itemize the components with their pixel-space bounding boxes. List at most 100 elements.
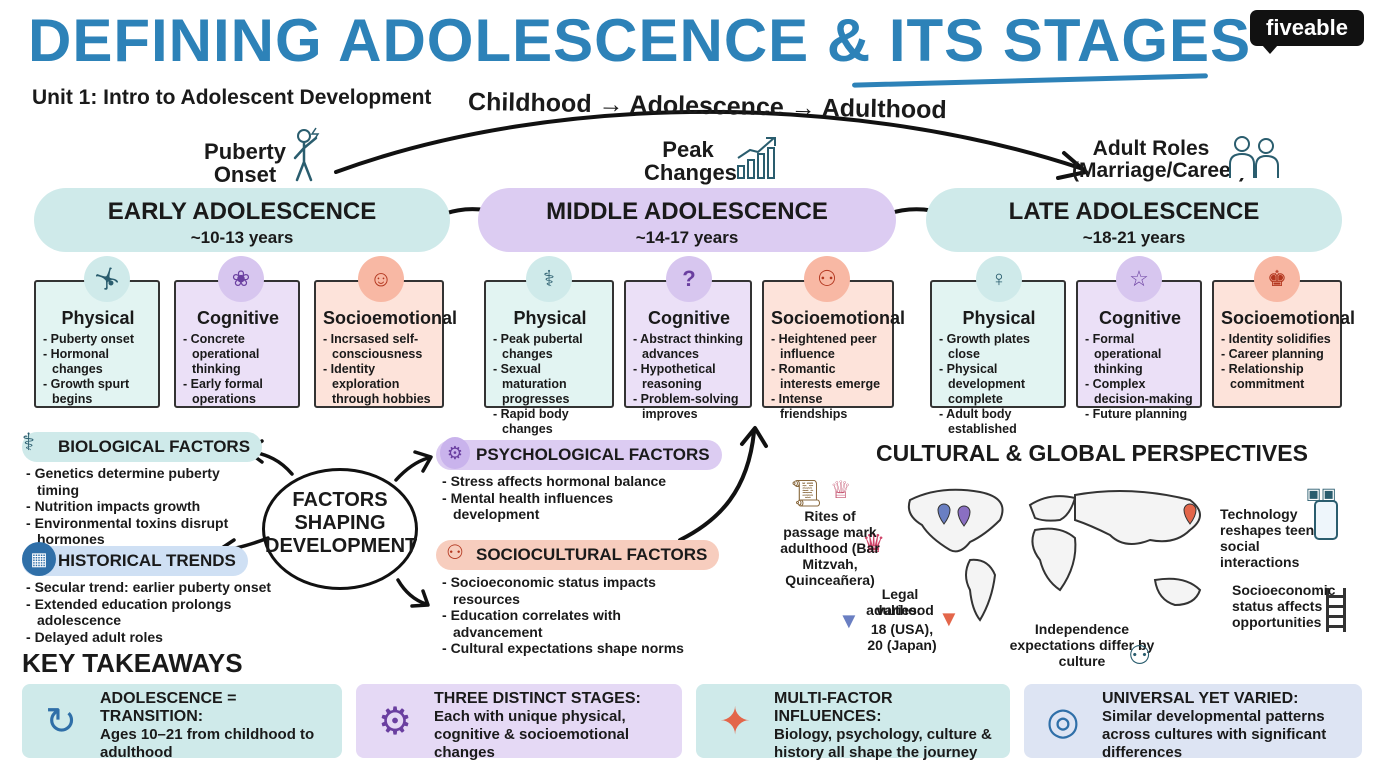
independence-text: Independence expectations differ by cult…	[1009, 621, 1155, 669]
title-underline	[851, 73, 1209, 88]
takeaway-body: Biology, psychology, culture & history a…	[774, 726, 992, 761]
sociocultural-factors-pill: SOCIOCULTURAL FACTORS	[436, 540, 720, 570]
card-late-cognitive: Cognitive Formal operational thinking Co…	[1076, 280, 1202, 421]
legal-adulthood-line4: 20 (Japan)	[867, 637, 937, 653]
legal-adulthood-line1: Legal adulthood	[866, 586, 934, 618]
card-title: Cognitive	[196, 308, 279, 328]
card-title: Socioemotional	[323, 308, 458, 328]
card-title: Cognitive	[1098, 308, 1181, 328]
cultural-section-title: CULTURAL & GLOBAL PERSPECTIVES	[876, 440, 1308, 466]
community-icon: ⚇	[446, 542, 464, 564]
question-head-icon: ?	[666, 256, 712, 302]
takeaway-body: Ages 10–21 from childhood to adulthood	[100, 726, 315, 761]
chat-bubbles-icon: ▣▣	[1306, 486, 1337, 503]
list-item: Socioeconomic status impacts resources	[442, 574, 712, 607]
scroll-icon: 📜︎	[790, 478, 824, 508]
list-item: Mental health influences development	[442, 490, 702, 523]
list-item: Adult body established	[939, 407, 1059, 437]
card-title: Socioemotional	[1221, 308, 1356, 328]
location-pin-icon: ▼	[838, 608, 860, 633]
list-item: Physical development complete	[939, 362, 1059, 407]
historical-trends-list: Secular trend: earlier puberty onset Ext…	[26, 579, 306, 645]
brand-logo[interactable]: fiveable	[1250, 10, 1364, 54]
psychological-factors-list: Stress affects hormonal balance Mental h…	[442, 473, 702, 523]
takeaway-heading: ADOLESCENCE = TRANSITION:	[100, 690, 237, 725]
list-item: Concrete operational thinking	[183, 332, 293, 377]
page-title: DEFINING ADOLESCENCE & ITS STAGES	[28, 7, 1252, 74]
list-item: Nutrition impacts growth	[26, 498, 258, 515]
puberty-onset-label: Puberty Onset	[204, 139, 286, 188]
list-item: Relationship commitment	[1221, 362, 1335, 392]
technology-text: Technology reshapes teen social interact…	[1220, 506, 1315, 570]
brain-icon: ❀	[218, 256, 264, 302]
stage-late: LATE ADOLESCENCE ~18-21 years	[926, 188, 1342, 252]
calendar-icon: ▦	[22, 542, 56, 576]
list-item: Delayed adult roles	[26, 629, 306, 646]
list-item: Sexual maturation progresses	[493, 362, 607, 407]
graduate-icon: ♚	[1254, 256, 1300, 302]
list-item: Secular trend: earlier puberty onset	[26, 579, 306, 596]
list-item: Hypothetical reasoning	[633, 362, 745, 392]
list-item: Puberty onset	[43, 332, 153, 347]
key-takeaways-title: KEY TAKEAWAYS	[22, 648, 243, 678]
stage-middle-name: MIDDLE ADOLESCENCE	[546, 198, 828, 225]
list-item: Growth spurt begins	[43, 377, 153, 407]
historical-trends-pill: HISTORICAL TRENDS	[22, 546, 248, 576]
list-item: Cultural expectations shape norms	[442, 640, 712, 657]
list-item: Romantic interests emerge	[771, 362, 887, 392]
list-item: Peak pubertal changes	[493, 332, 607, 362]
timeline-arc-label: Childhood → Adolescence → Adulthood	[467, 87, 947, 125]
stage-middle-age: ~14-17 years	[635, 228, 739, 247]
card-middle-socioemotional: Socioemotional Heightened peer influence…	[762, 280, 906, 421]
biological-factors-list: Genetics determine puberty timing Nutrit…	[26, 465, 258, 548]
list-item: Growth plates close	[939, 332, 1059, 362]
factors-center-circle: FACTORS SHAPING DEVELOPMENT	[262, 468, 418, 590]
sociocultural-factors-list: Socioeconomic status impacts resources E…	[442, 574, 712, 657]
takeaway-universal: ◎ UNIVERSAL YET VARIED: Similar developm…	[1024, 684, 1362, 761]
takeaway-heading: UNIVERSAL YET VARIED:	[1102, 690, 1299, 707]
location-pin-icon: ▼	[938, 606, 960, 631]
adult-roles-label: Adult Roles (Marriage/Career)	[1072, 137, 1246, 183]
list-item: Incrsased self-consciousness	[323, 332, 437, 362]
couple-icon	[1229, 136, 1279, 178]
standing-person-icon: ♀	[976, 256, 1022, 302]
rites-of-passage-text: Rites of passage mark adulthood (Bar Mit…	[780, 508, 880, 588]
gears-icon: ⚙	[377, 700, 413, 743]
stage-late-name: LATE ADOLESCENCE	[1008, 198, 1260, 225]
puzzle-icon: ✦	[719, 700, 751, 743]
globe-icon: ◎	[1046, 700, 1080, 743]
cycle-arrows-icon: ↻	[45, 700, 77, 743]
head-gears-icon: ⚙	[440, 437, 470, 469]
world-map	[907, 488, 1202, 622]
list-item: Intense friendships	[771, 392, 887, 422]
takeaway-stages: ⚙ THREE DISTINCT STAGES: Each with uniqu…	[356, 684, 682, 761]
list-item: Environmental toxins disrupt hormones	[26, 515, 258, 548]
unit-label: Unit 1: Intro to Adolescent Development	[32, 86, 432, 109]
smartphone-icon	[1314, 500, 1338, 540]
group-icon: ⚇	[804, 256, 850, 302]
socioeconomic-text: Socioeconomic status affects opportuniti…	[1232, 582, 1336, 630]
card-title: Physical	[513, 308, 587, 328]
list-item: Genetics determine puberty timing	[26, 465, 258, 498]
takeaway-heading: THREE DISTINCT STAGES:	[434, 690, 641, 707]
list-item: Complex decision-making	[1085, 377, 1195, 407]
list-item: Future planning	[1085, 407, 1195, 422]
card-title: Socioemotional	[771, 308, 906, 328]
lightbulb-brain-icon: ☆	[1116, 256, 1162, 302]
takeaway-transition: ↻ ADOLESCENCE = TRANSITION: Ages 10–21 f…	[22, 684, 342, 761]
dna-icon: ⚕	[22, 429, 35, 456]
psychological-factors-pill: PSYCHOLOGICAL FACTORS	[436, 440, 722, 470]
list-item: Abstract thinking advances	[633, 332, 745, 362]
takeaway-heading: MULTI-FACTOR INFLUENCES:	[774, 690, 893, 725]
list-item: Hormonal changes	[43, 347, 153, 377]
list-item: Extended education prolongs adolescence	[26, 596, 306, 629]
list-item: Rapid body changes	[493, 407, 607, 437]
parent-child-icon: ⚇	[1128, 640, 1152, 670]
stretching-person-icon: 🤸︎	[84, 256, 130, 302]
list-item: Heightened peer influence	[771, 332, 887, 362]
card-early-physical: Physical Puberty onset Hormonal changes …	[34, 280, 160, 408]
list-item: Identity solidifies	[1221, 332, 1335, 347]
growth-chart-icon	[737, 137, 776, 179]
list-item: Problem-solving improves	[633, 392, 745, 422]
stage-early-name: EARLY ADOLESCENCE	[107, 198, 377, 225]
